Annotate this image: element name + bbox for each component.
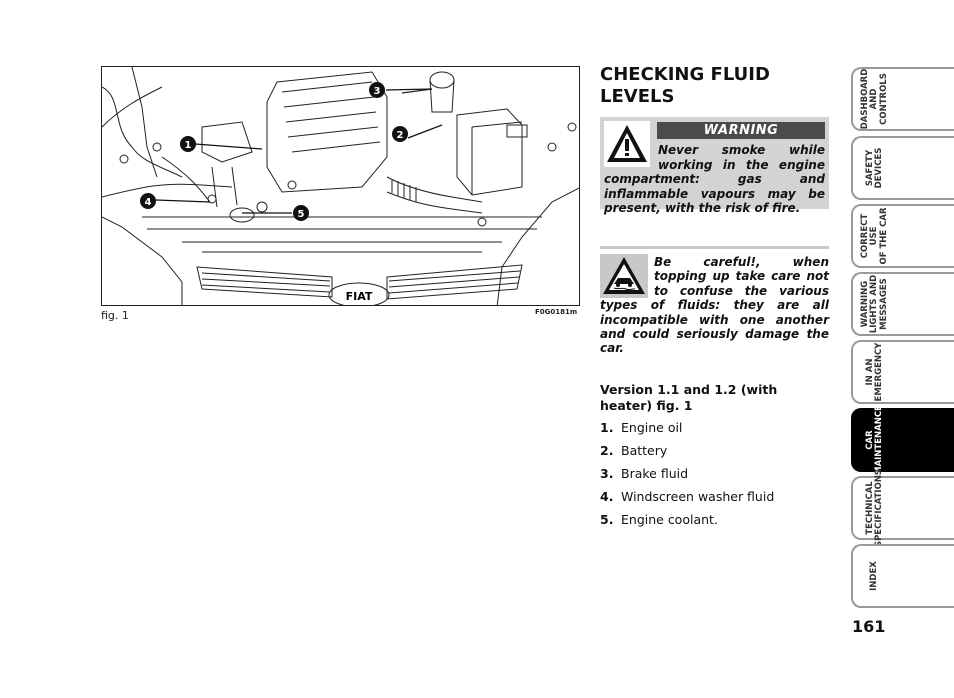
tab-correct-use-of-the-car[interactable]: CORRECT USE OF THE CAR (851, 204, 954, 268)
tab-technical-specifications[interactable]: TECHNICAL SPECIFICATIONS (851, 468, 954, 548)
fluid-list: 1.Engine oil 2.Battery 3.Brake fluid 4.W… (600, 419, 774, 534)
exclamation-triangle-icon (604, 121, 650, 167)
tab-warning-lights-and-messages[interactable]: WARNING LIGHTS AND MESSAGES (851, 272, 954, 336)
tab-in-an-emergency[interactable]: IN AN EMERGENCY (851, 340, 954, 404)
tab-label: TECHNICAL SPECIFICATIONS (864, 468, 885, 548)
list-item: 4.Windscreen washer fluid (600, 489, 775, 504)
tab-label: INDEX (869, 561, 880, 591)
callout-2: 2 (392, 126, 408, 142)
caution-text-container: Be careful!, when topping up take care n… (600, 255, 829, 356)
warning-text: Never smoke while working in the engine … (604, 143, 825, 215)
caution-divider (600, 246, 829, 249)
caution-box: Be careful!, when topping up take care n… (600, 246, 829, 355)
svg-text:3: 3 (374, 86, 381, 97)
engine-compartment-figure: FIAT 1 2 3 4 5 (101, 66, 580, 306)
engine-illustration: FIAT 1 2 3 4 5 (102, 67, 579, 305)
figure-caption: fig. 1 (101, 309, 129, 322)
car-skid-icon (600, 254, 648, 298)
callout-1: 1 (180, 136, 196, 152)
tab-car-maintenance[interactable]: CAR MAINTENANCE (851, 405, 954, 475)
tab-label: WARNING LIGHTS AND MESSAGES (859, 274, 889, 334)
tab-label: IN AN EMERGENCY (864, 342, 885, 402)
fiat-logo: FIAT (346, 290, 373, 303)
tab-index[interactable]: INDEX (851, 544, 954, 608)
callout-4: 4 (140, 193, 156, 209)
list-item: 3.Brake fluid (600, 466, 689, 481)
svg-text:4: 4 (145, 197, 152, 208)
warning-box: WARNING Never smoke while working in the… (600, 117, 829, 215)
list-item: 1.Engine oil (600, 420, 683, 435)
list-item: 2.Battery (600, 443, 668, 458)
warning-text-container: Never smoke while working in the engine … (604, 143, 825, 216)
svg-text:5: 5 (298, 209, 305, 220)
svg-text:1: 1 (185, 140, 192, 151)
tab-label: DASHBOARD AND CONTROLS (859, 68, 889, 130)
list-item: 5.Engine coolant. (600, 512, 718, 527)
tab-label: CORRECT USE OF THE CAR (859, 207, 889, 265)
warning-header: WARNING (657, 122, 825, 139)
page-number: 161 (852, 617, 886, 636)
callout-3: 3 (369, 82, 385, 98)
svg-text:2: 2 (397, 130, 404, 141)
tab-label: SAFETY DEVICES (864, 147, 885, 189)
callout-5: 5 (293, 205, 309, 221)
tab-dashboard-and-controls[interactable]: DASHBOARD AND CONTROLS (851, 67, 954, 131)
page-title: CHECKING FLUID LEVELS (600, 64, 770, 107)
tab-safety-devices[interactable]: SAFETY DEVICES (851, 136, 954, 200)
tab-label: CAR MAINTENANCE (864, 405, 885, 475)
figure-code: F0G0181m (535, 308, 578, 316)
caution-text: Be careful!, when topping up take care n… (600, 255, 829, 356)
version-heading: Version 1.1 and 1.2 (with heater) fig. 1 (600, 382, 778, 413)
